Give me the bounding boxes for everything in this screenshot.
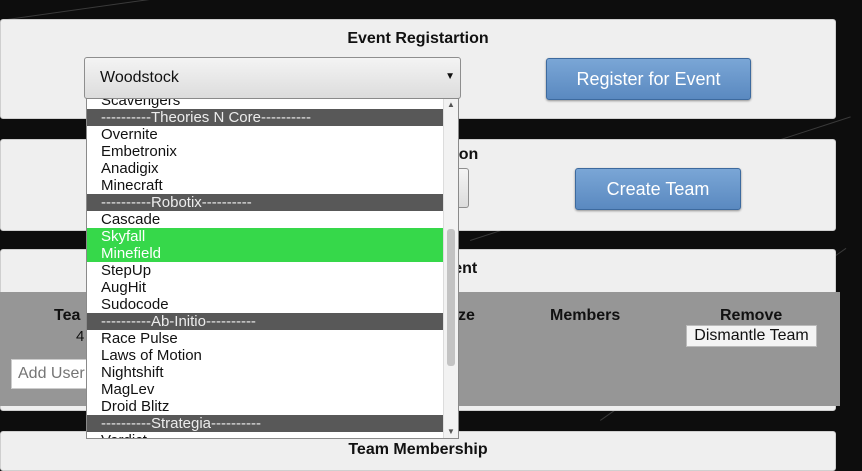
scrollbar-thumb[interactable] <box>447 229 455 366</box>
dropdown-option[interactable]: Overnite <box>101 126 158 143</box>
dropdown-option[interactable]: Race Pulse <box>101 330 178 347</box>
dropdown-option[interactable]: Minecraft <box>101 177 163 194</box>
scroll-up-icon[interactable]: ▲ <box>447 100 455 109</box>
dropdown-group-header: ----------Robotix---------- <box>87 194 445 211</box>
background-line <box>0 0 199 21</box>
event-registration-title: Event Registartion <box>347 30 489 47</box>
dropdown-option[interactable]: Verdict <box>87 432 445 438</box>
dropdown-option[interactable]: Embetronix <box>101 143 177 160</box>
team-column-header: Tea <box>54 307 81 324</box>
dropdown-option[interactable]: Skyfall <box>87 228 445 245</box>
members-column-header: Members <box>550 307 621 324</box>
dismantle-team-button[interactable]: Dismantle Team <box>686 325 817 347</box>
dropdown-option[interactable]: Droid Blitz <box>101 398 170 415</box>
dropdown-option[interactable]: Minefield <box>87 245 445 262</box>
dropdown-options: Scavengers----------Theories N Core-----… <box>87 98 445 438</box>
create-team-button[interactable]: Create Team <box>575 168 741 210</box>
dropdown-option[interactable]: AugHit <box>101 279 147 296</box>
dropdown-option[interactable]: Sudocode <box>101 296 169 313</box>
dropdown-option[interactable]: MagLev <box>101 381 155 398</box>
event-dropdown-list[interactable]: Scavengers----------Theories N Core-----… <box>86 98 459 439</box>
dropdown-option[interactable]: StepUp <box>101 262 152 279</box>
dropdown-scrollbar[interactable]: ▲ ▼ <box>443 99 458 438</box>
dropdown-option[interactable]: Cascade <box>101 211 161 228</box>
remove-column-header: Remove <box>720 307 783 324</box>
dropdown-option[interactable]: Anadigix <box>101 160 159 177</box>
select-arrow-icon: ▼ <box>445 71 455 82</box>
team-id-cell: 4 <box>76 328 85 345</box>
dropdown-option[interactable]: Scavengers <box>101 98 181 109</box>
event-select[interactable]: Woodstock ▼ <box>84 57 461 99</box>
register-for-event-button[interactable]: Register for Event <box>546 58 751 100</box>
size-column-header: ze <box>458 307 475 324</box>
dropdown-group-header: ----------Ab-Initio---------- <box>87 313 445 330</box>
event-select-value: Woodstock <box>100 69 179 86</box>
scroll-down-icon[interactable]: ▼ <box>447 427 455 436</box>
dropdown-group-header: ----------Strategia---------- <box>87 415 445 432</box>
dropdown-option[interactable]: Nightshift <box>101 364 164 381</box>
dropdown-option[interactable]: Laws of Motion <box>101 347 202 364</box>
team-membership-title: Team Membership <box>348 441 488 458</box>
dropdown-group-header: ----------Theories N Core---------- <box>87 109 445 126</box>
